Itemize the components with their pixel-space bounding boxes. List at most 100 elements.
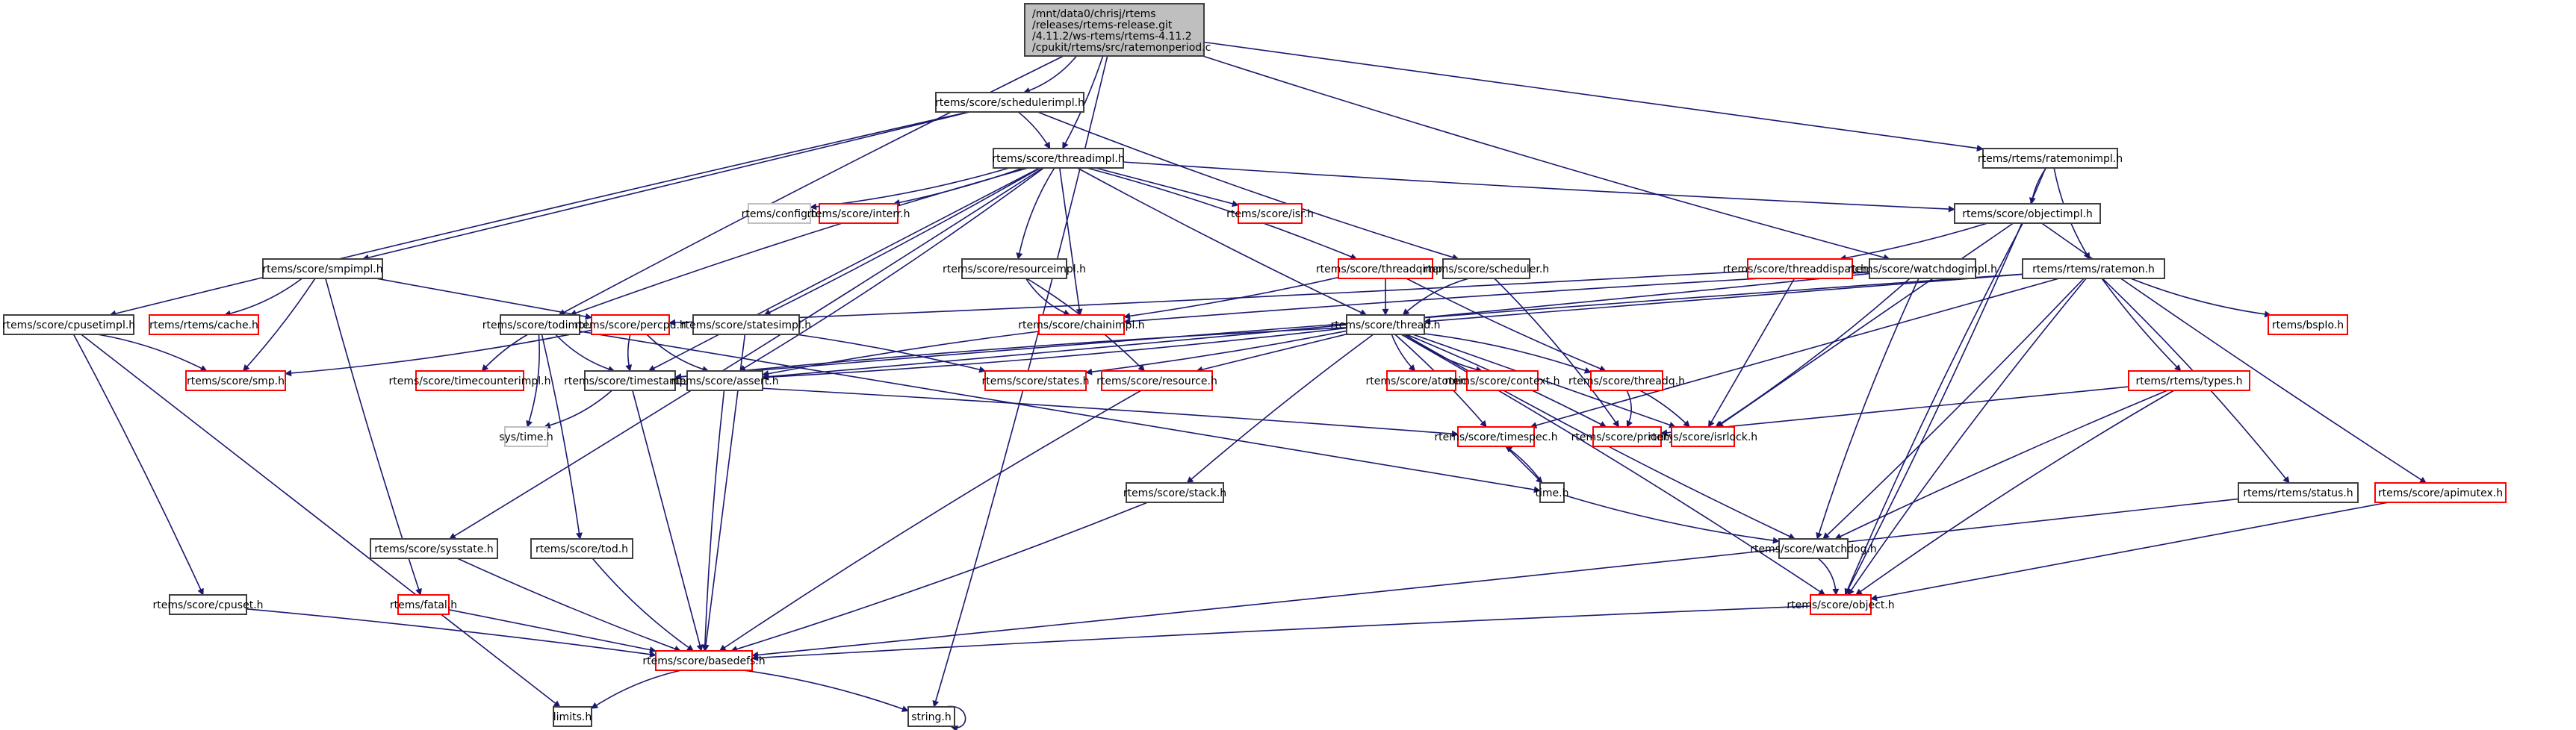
node-apimutex[interactable]: rtems/score/apimutex.h xyxy=(2374,482,2507,503)
node-box xyxy=(262,258,383,279)
node-smpimpl[interactable]: rtems/score/smpimpl.h xyxy=(262,258,383,279)
node-label: rtems/bspIo.h xyxy=(2272,319,2344,331)
node-interr[interactable]: rtems/score/interr.h xyxy=(807,203,910,224)
node-label: time.h xyxy=(1536,487,1569,499)
edge-threadqimpl-to-threadq xyxy=(1406,278,1607,372)
node-cpusetimpl[interactable]: rtems/score/cpusetimpl.h xyxy=(2,314,135,335)
node-limits[interactable]: limits.h xyxy=(553,706,592,727)
node-fatal[interactable]: rtems/fatal.h xyxy=(390,594,457,615)
edge-watchdogimpl-to-chainimpl xyxy=(1123,271,1870,325)
edge-thread-to-stack xyxy=(1186,334,1374,484)
edge-root-to-schedulerimpl xyxy=(1022,55,1078,94)
edge-threadimpl-to-interr xyxy=(893,167,1024,206)
node-status[interactable]: rtems/rtems/status.h xyxy=(2238,482,2359,503)
node-cache[interactable]: rtems/rtems/cache.h xyxy=(149,314,259,335)
edge-thread-to-threadq xyxy=(1424,333,1592,374)
edge-line xyxy=(762,272,1870,381)
edge-line xyxy=(646,334,710,372)
edge-ratemon-to-types xyxy=(2101,278,2182,372)
edge-line xyxy=(625,334,633,372)
edge-line xyxy=(361,111,970,261)
node-states[interactable]: rtems/score/states.h xyxy=(982,370,1090,391)
node-config[interactable]: rtems/config.h xyxy=(742,203,818,224)
node-statesimpl[interactable]: rtems/score/statesimpl.h xyxy=(681,314,811,335)
node-priority[interactable]: rtems/score/priority.h xyxy=(1571,426,1683,447)
node-box xyxy=(655,650,753,671)
node-timestamp[interactable]: rtems/score/timestamp.h xyxy=(564,370,696,391)
node-bspio[interactable]: rtems/bspIo.h xyxy=(2268,314,2348,335)
node-box xyxy=(370,538,498,559)
node-label: rtems/score/watchdogimpl.h xyxy=(1848,263,1997,275)
node-watchdogimpl[interactable]: rtems/score/watchdogimpl.h xyxy=(1848,258,1997,279)
node-resourceimpl[interactable]: rtems/score/resourceimpl.h xyxy=(943,258,1086,279)
node-stack[interactable]: rtems/score/stack.h xyxy=(1123,482,1226,503)
node-isr[interactable]: rtems/score/isr.h xyxy=(1226,203,1314,224)
edge-line xyxy=(1203,41,1984,152)
node-threadq[interactable]: rtems/score/threadq.h xyxy=(1568,370,1685,391)
edge-time-to-watchdog xyxy=(1563,494,1780,544)
node-label: limits.h xyxy=(553,711,592,723)
node-smp[interactable]: rtems/score/smp.h xyxy=(185,370,286,391)
node-basedefs[interactable]: rtems/score/basedefs.h xyxy=(642,650,766,671)
edge-threadimpl-to-resourceimpl xyxy=(1016,167,1055,260)
node-todimpl[interactable]: rtems/score/todimpl.h xyxy=(482,314,598,335)
node-label: rtems/score/resourceimpl.h xyxy=(943,263,1086,275)
edge-thread-to-atomic xyxy=(1391,334,1416,372)
node-timespec[interactable]: rtems/score/timespec.h xyxy=(1434,426,1558,447)
node-time[interactable]: time.h xyxy=(1536,482,1569,503)
node-atomic[interactable]: rtems/score/atomic.h xyxy=(1365,370,1477,391)
node-label: rtems/score/scheduler.h xyxy=(1424,263,1549,275)
edge-line xyxy=(763,167,1040,316)
node-root[interactable]: /mnt/data0/chrisj/rtems/releases/rtems-r… xyxy=(1024,3,1211,57)
edge-line xyxy=(1037,111,1459,261)
node-objectimpl[interactable]: rtems/score/objectimpl.h xyxy=(1954,203,2101,224)
node-systime[interactable]: sys/time.h xyxy=(499,426,553,447)
edge-line xyxy=(751,605,1811,661)
node-object[interactable]: rtems/score/object.h xyxy=(1787,594,1895,615)
node-types[interactable]: rtems/rtems/types.h xyxy=(2128,370,2250,391)
edge-line xyxy=(1059,167,1083,316)
node-schedulerimpl[interactable]: rtems/score/schedulerimpl.h xyxy=(935,92,1084,113)
node-chainimpl[interactable]: rtems/score/chainimpl.h xyxy=(1018,314,1145,335)
edge-line xyxy=(1505,446,1543,484)
node-threadimpl[interactable]: rtems/score/threadimpl.h xyxy=(992,148,1125,169)
node-scheduler[interactable]: rtems/score/scheduler.h xyxy=(1424,258,1549,279)
node-cpuset[interactable]: rtems/score/cpuset.h xyxy=(152,594,264,615)
node-label: rtems/score/timecounterimpl.h xyxy=(389,375,551,387)
node-label: rtems/score/threaddispatch.h xyxy=(1723,263,1878,275)
node-threaddispatch[interactable]: rtems/score/threaddispatch.h xyxy=(1723,258,1878,279)
edge-line xyxy=(796,334,987,373)
node-label: rtems/score/cpuset.h xyxy=(152,599,263,611)
edge-line xyxy=(1406,278,1607,372)
node-string[interactable]: string.h xyxy=(907,706,955,727)
node-ratemon[interactable]: rtems/rtems/ratemon.h xyxy=(2022,258,2165,279)
node-box xyxy=(748,203,811,224)
node-percpu[interactable]: rtems/score/percpu.h xyxy=(574,314,686,335)
node-threadqimpl[interactable]: rtems/score/threadqimpl.h xyxy=(1316,258,1455,279)
node-label: rtems/score/sysstate.h xyxy=(374,543,494,555)
node-context[interactable]: rtems/score/context.h xyxy=(1445,370,1560,391)
node-label: rtems/fatal.h xyxy=(390,599,457,611)
edge-cpusetimpl-to-limits xyxy=(81,334,561,708)
node-ratemonimpl[interactable]: rtems/rtems/ratemonimpl.h xyxy=(1978,148,2123,169)
edge-schedulerimpl-to-threadimpl xyxy=(1017,111,1051,149)
edge-line xyxy=(1186,334,1374,484)
node-thread[interactable]: rtems/score/thread.h xyxy=(1330,314,1441,335)
node-label: rtems/score/statesimpl.h xyxy=(681,319,811,331)
edge-line xyxy=(579,331,1541,493)
node-resource[interactable]: rtems/score/resource.h xyxy=(1096,370,1217,391)
edge-statesimpl-to-states xyxy=(796,334,987,373)
node-timecounterimpl[interactable]: rtems/score/timecounterimpl.h xyxy=(389,370,551,391)
node-watchdog[interactable]: rtems/score/watchdog.h xyxy=(1750,538,1877,559)
node-box xyxy=(1671,426,1735,447)
node-tod[interactable]: rtems/score/tod.h xyxy=(530,538,633,559)
node-label: /cpukit/rtems/src/ratemonperiod.c xyxy=(1032,42,1211,54)
node-sysstate[interactable]: rtems/score/sysstate.h xyxy=(370,538,498,559)
node-label: rtems/rtems/ratemonimpl.h xyxy=(1978,153,2123,165)
edge-line xyxy=(1123,271,1870,325)
node-isrlock[interactable]: rtems/score/isrlock.h xyxy=(1648,426,1757,447)
edge-line xyxy=(1626,390,1633,428)
edge-line xyxy=(285,329,592,377)
node-assert[interactable]: rtems/score/assert.h xyxy=(671,370,779,391)
edge-line xyxy=(1839,222,1988,261)
